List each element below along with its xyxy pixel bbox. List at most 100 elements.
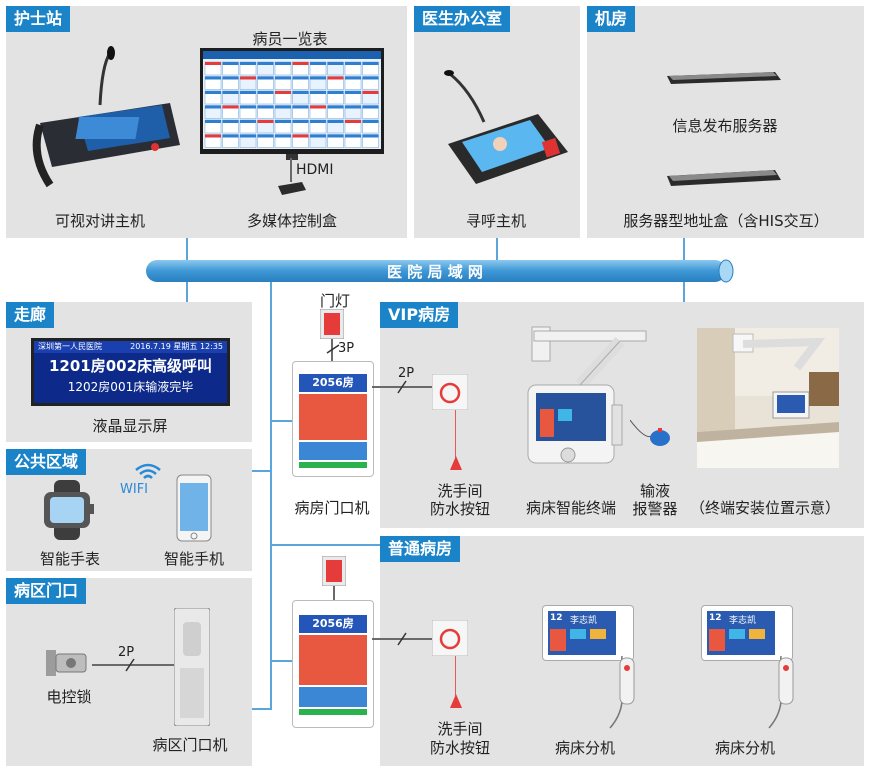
public-area-title: 公共区域 — [6, 449, 87, 475]
ward-entrance-title: 病区门口 — [6, 578, 87, 604]
normal-washroom-line1: 洗手间 — [437, 720, 483, 738]
bedside-terminal-label: 病床智能终端 — [525, 499, 616, 517]
patient-cell-bar — [222, 76, 239, 80]
patient-cell-bar — [327, 76, 344, 80]
corridor-title: 走廊 — [6, 302, 55, 328]
bedside-terminal-image — [527, 326, 647, 464]
patient-cell-bar — [205, 105, 221, 109]
bed-extension-1-handset — [609, 656, 635, 729]
lcd-screen-label: 液晶显示屏 — [92, 417, 168, 435]
patient-cell-bar — [345, 76, 361, 80]
wire-vip — [683, 280, 685, 302]
patient-cell-bar — [222, 62, 239, 65]
patient-cell-bar — [222, 120, 239, 123]
patient-cell-bar — [205, 120, 221, 123]
patient-cell-bar — [240, 62, 256, 65]
patient-cell-bar — [345, 120, 361, 123]
door-light-image — [320, 309, 344, 339]
bed-extension-2-label: 病床分机 — [714, 739, 775, 757]
normal-door-light-wire — [333, 586, 335, 602]
info-server-image — [667, 72, 781, 84]
room-door-unit-bottom-room: 2056房 — [299, 615, 367, 633]
infusion-alarm-image — [630, 419, 670, 446]
infusion-alarm-line2: 报警器 — [632, 500, 678, 518]
patient-cell-bar — [345, 62, 361, 65]
lcd-screen: 深圳第一人民医院 2016.7.19 星期五 12:35 1201房002床高级… — [31, 338, 230, 406]
patient-cell-bar — [292, 120, 309, 123]
patient-cell-bar — [310, 91, 326, 94]
patient-cell-bar — [222, 134, 239, 138]
vip-2p-label: 2P — [398, 366, 415, 381]
patient-cell-bar — [327, 120, 344, 123]
patient-cell-bar — [362, 62, 379, 65]
patient-cell-bar — [257, 91, 274, 94]
patient-cell-bar — [205, 76, 221, 80]
patient-cell-bar — [292, 76, 309, 80]
bed-extension-2: 12 李志凯 — [701, 605, 793, 661]
server-address-box-image — [667, 170, 781, 186]
lcd-line2: 1202房001床输液完毕 — [67, 380, 194, 394]
patient-cell-bar — [327, 134, 344, 138]
wire-trunk-door1 — [270, 420, 292, 422]
p3-label: 3P — [338, 341, 355, 356]
patient-cell-bar — [327, 105, 344, 109]
door-light-wire — [331, 339, 333, 363]
normal-washroom-button-image — [432, 620, 468, 656]
room-door-unit-top-room: 2056房 — [299, 374, 367, 392]
wifi-icon — [135, 463, 161, 479]
patient-cell-bar — [310, 105, 326, 109]
server-room-title: 机房 — [587, 6, 636, 32]
gate-2p-slash — [125, 658, 135, 672]
patient-cell-bar — [275, 62, 291, 65]
electric-lock-image — [46, 650, 87, 676]
room-door-unit-bottom: 2056房 — [292, 600, 374, 728]
wire-trunk-door2 — [270, 660, 292, 662]
vip-washroom-line2: 防水按钮 — [429, 500, 490, 518]
bed-extension-1: 12 李志凯 — [542, 605, 634, 661]
patient-cell-bar — [292, 105, 309, 109]
ward-door-unit-image — [174, 608, 210, 726]
patient-cell-bar — [240, 120, 256, 123]
vip-washroom-line1: 洗手间 — [437, 482, 483, 500]
wire-server — [683, 238, 685, 262]
patient-cell-bar — [310, 62, 326, 65]
bed-extension-2-name: 李志凯 — [729, 616, 757, 626]
bed-extension-1-name: 李志凯 — [570, 616, 598, 626]
patient-cell-bar — [240, 134, 256, 138]
patient-cell-bar — [275, 105, 291, 109]
normal-door-light-image — [322, 556, 346, 586]
wire-doctor — [496, 238, 498, 262]
patient-cell-bar — [292, 62, 309, 65]
patient-cell-bar — [222, 105, 239, 109]
wire-corridor — [186, 280, 188, 302]
electric-lock-label: 电控锁 — [46, 688, 92, 706]
smart-phone-label: 智能手机 — [163, 550, 224, 568]
smart-watch-image — [44, 480, 94, 540]
normal-2p-slash — [397, 632, 407, 646]
patient-cell-bar — [310, 120, 326, 123]
lan-bus — [146, 259, 734, 283]
room-door-unit-label: 病房门口机 — [294, 499, 370, 517]
bed-extension-1-room: 12 — [550, 613, 563, 623]
door-light-label: 门灯 — [319, 292, 350, 310]
patient-cell-bar — [362, 76, 379, 80]
room-door-unit-top: 2056房 — [292, 361, 374, 477]
patient-cell-bar — [275, 120, 291, 123]
install-position-photo — [697, 328, 839, 468]
patient-cell-bar — [292, 91, 309, 94]
ward-door-unit-label: 病区门口机 — [152, 736, 228, 754]
patient-cell-bar — [275, 134, 291, 138]
vip-cord-handle — [450, 456, 462, 470]
patient-cell-bar — [292, 134, 309, 138]
infusion-alarm-line1: 输液 — [639, 482, 670, 500]
patient-cell-bar — [240, 76, 256, 80]
patient-cell-bar — [310, 76, 326, 80]
patient-list-title: 病员一览表 — [252, 30, 328, 48]
patient-cell-bar — [362, 91, 379, 94]
bed-extension-1-label: 病床分机 — [554, 739, 615, 757]
hdmi-cable — [290, 158, 292, 182]
patient-cell-bar — [240, 91, 256, 94]
patient-cell-bar — [240, 105, 256, 109]
patient-cell-bar — [257, 134, 274, 138]
patient-cell-bar — [345, 105, 361, 109]
